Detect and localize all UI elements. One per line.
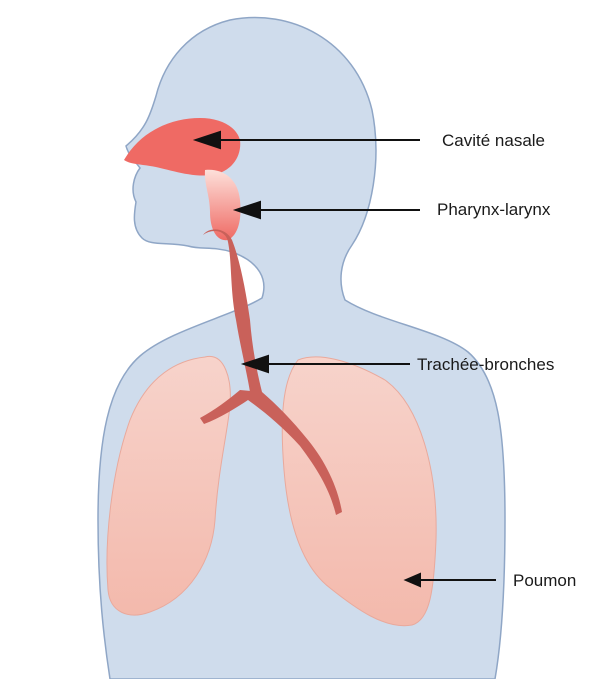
label-lung: Poumon bbox=[513, 571, 576, 591]
label-nasal-cavity: Cavité nasale bbox=[442, 131, 545, 151]
label-trachea-bronchi: Trachée-bronches bbox=[417, 355, 554, 375]
label-pharynx-larynx: Pharynx-larynx bbox=[437, 200, 550, 220]
